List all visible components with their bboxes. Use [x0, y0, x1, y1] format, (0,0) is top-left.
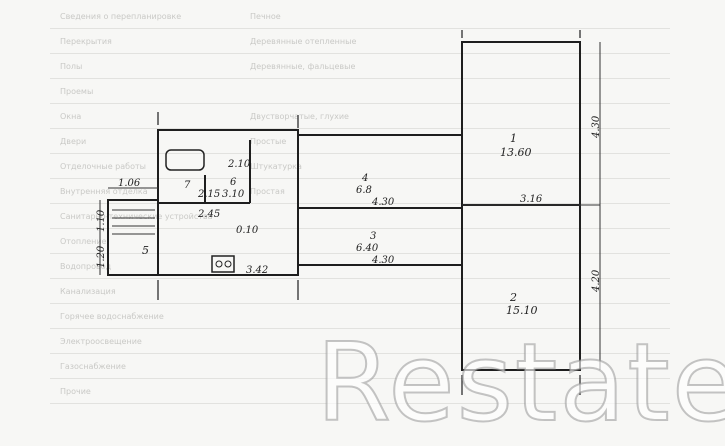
room-1-area: 13.60 [500, 146, 532, 159]
form-row-value: Деревянные, фальцевые [250, 62, 356, 71]
form-divider [50, 178, 670, 179]
room-6-number: 6 [230, 177, 237, 188]
form-row-label: Сведения о перепланировке [60, 12, 182, 21]
room-4-number: 4 [362, 173, 369, 184]
dimension-lines [99, 42, 601, 370]
form-row-label: Санитарно-технические устройства [60, 212, 213, 221]
form-divider [50, 103, 670, 104]
form-divider [50, 328, 670, 329]
dim-left-vert-a: 1.10 [96, 209, 107, 232]
form-row-value: Деревянные отепленные [250, 37, 357, 46]
dim-room1-height: 4.30 [591, 115, 602, 138]
room-1-number: 1 [510, 132, 517, 145]
room-7-number: 7 [184, 180, 191, 191]
form-row-value: Печное [250, 12, 281, 21]
form-divider [50, 53, 670, 54]
form-row-label: Окна [60, 112, 82, 121]
form-row-label: Перекрытия [60, 37, 112, 46]
form-row-label: Водопровод [60, 262, 112, 271]
dim-room2-height: 4.20 [591, 269, 602, 292]
room-7-area: 2.15 [198, 189, 221, 200]
dim-kitchen: 2.10 [228, 159, 251, 170]
form-divider [50, 153, 670, 154]
dim-room4-width: 4.30 [372, 197, 395, 208]
form-row-label: Двери [60, 137, 87, 146]
stairs-hatch [112, 209, 155, 235]
dim-left-vert-b: 1.20 [96, 245, 107, 268]
form-divider [50, 228, 670, 229]
form-divider [50, 353, 670, 354]
restate-watermark: Restate [315, 321, 725, 446]
dim-left-c: 0.10 [236, 225, 259, 236]
form-row-label: Полы [60, 62, 83, 71]
form-row-label: Электроосвещение [60, 337, 142, 346]
room-6-area: 3.10 [222, 189, 245, 200]
form-row-value: Двустворчатые, глухие [250, 112, 349, 121]
dim-left-d: 3.42 [246, 265, 269, 276]
form-row-label: Внутренняя отделка [60, 187, 148, 196]
dim-room3-width: 4.30 [372, 255, 395, 266]
form-row-value: Простая [250, 187, 285, 196]
form-row-label: Прочие [60, 387, 91, 396]
form-divider [50, 203, 670, 204]
window-marks [157, 30, 581, 395]
form-divider [50, 378, 670, 379]
dim-left-b: 2.45 [198, 209, 221, 220]
room-4-area: 6.8 [356, 185, 372, 196]
form-divider [50, 278, 670, 279]
form-row-value: Штукатурка [250, 162, 302, 171]
room-2-number: 2 [510, 291, 517, 304]
form-divider [50, 403, 670, 404]
form-divider [50, 253, 670, 254]
room-5-number: 5 [142, 244, 149, 257]
room-3-area: 6.40 [356, 243, 379, 254]
porch-wall [107, 199, 159, 276]
form-row-value: Простые [250, 137, 287, 146]
form-row-label: Горячее водоснабжение [60, 312, 164, 321]
room-3-number: 3 [370, 231, 377, 242]
dim-left-a: 1.06 [118, 178, 141, 189]
room-2-area: 15.10 [506, 304, 538, 317]
form-row-label: Отопление [60, 237, 107, 246]
form-divider [50, 128, 670, 129]
form-row-label: Канализация [60, 287, 116, 296]
form-divider [50, 28, 670, 29]
bathtub-icon [165, 149, 205, 171]
form-row-label: Отделочные работы [60, 162, 146, 171]
stove-icon [211, 255, 235, 273]
form-row-label: Проемы [60, 87, 94, 96]
form-divider [50, 78, 670, 79]
dim-right-width: 3.16 [520, 194, 543, 205]
form-row-label: Газоснабжение [60, 362, 126, 371]
form-divider [50, 303, 670, 304]
